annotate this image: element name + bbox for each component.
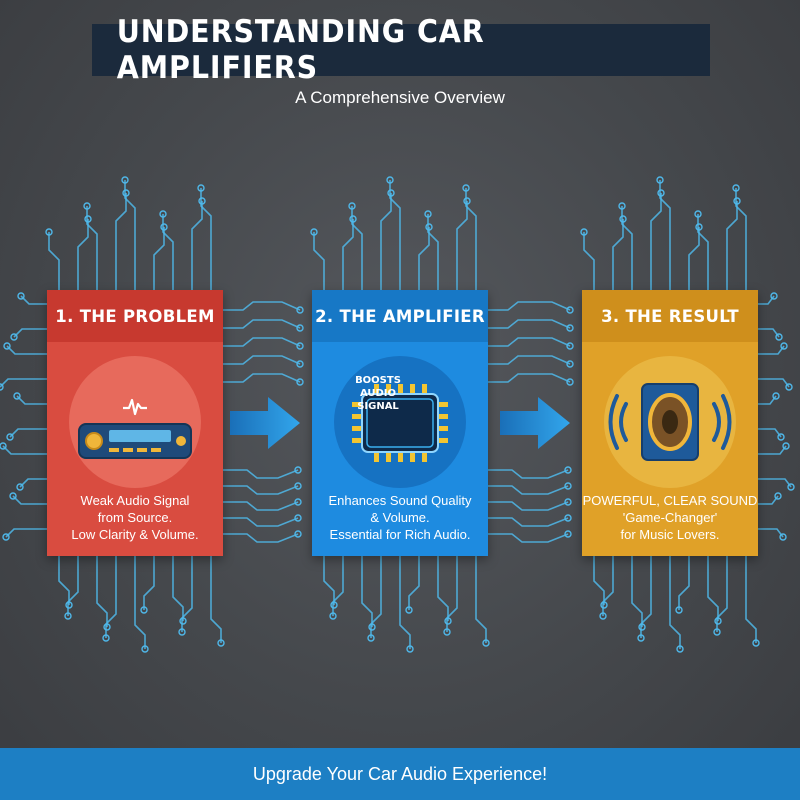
- step-text-line: Enhances Sound Quality: [328, 493, 472, 508]
- step-text-line: POWERFUL, CLEAR SOUND: [582, 493, 758, 508]
- step-text-line: 'Game-Changer': [622, 510, 718, 525]
- step-text-line: Essential for Rich Audio.: [329, 527, 471, 542]
- amplifier-chip-icon: [352, 384, 448, 462]
- arrow-right-icon: [230, 397, 300, 449]
- step-card-result: 3. THE RESULT POWERFUL, CLEAR SOUND 'Gam…: [582, 290, 758, 556]
- step-text-line: Weak Audio Signal: [80, 493, 190, 508]
- chip-label: BOOSTS AUDIO SIGNAL: [347, 374, 409, 413]
- step-card-problem: 1. THE PROBLEM Weak Audio Signal from So…: [47, 290, 223, 556]
- title-bar: UNDERSTANDING CAR AMPLIFIERS: [92, 14, 710, 86]
- step-text-line: Low Clarity & Volume.: [71, 527, 199, 542]
- footer-banner: Upgrade Your Car Audio Experience!: [0, 748, 800, 800]
- step-text-line: from Source.: [97, 510, 173, 525]
- step-text-line: & Volume.: [370, 510, 430, 525]
- chip-label-line: AUDIO SIGNAL: [357, 388, 399, 412]
- step-title-amplifier: 2. THE AMPLIFIER: [312, 290, 488, 342]
- step-title-problem: 1. THE PROBLEM: [47, 290, 223, 342]
- icon-circle: [69, 356, 201, 488]
- arrow-right-icon: [500, 397, 570, 449]
- car-radio-icon: [78, 398, 192, 459]
- step-title-result: 3. THE RESULT: [582, 290, 758, 342]
- page-subtitle: A Comprehensive Overview: [295, 88, 505, 107]
- step-card-amplifier: 2. THE AMPLIFIER BOOSTS AUDIO SIGNAL Enh…: [312, 290, 488, 556]
- speaker-icon: [608, 383, 732, 461]
- chip-label-line: BOOSTS: [355, 375, 401, 386]
- page-title: UNDERSTANDING CAR AMPLIFIERS: [116, 14, 485, 86]
- step-text-line: for Music Lovers.: [620, 527, 720, 542]
